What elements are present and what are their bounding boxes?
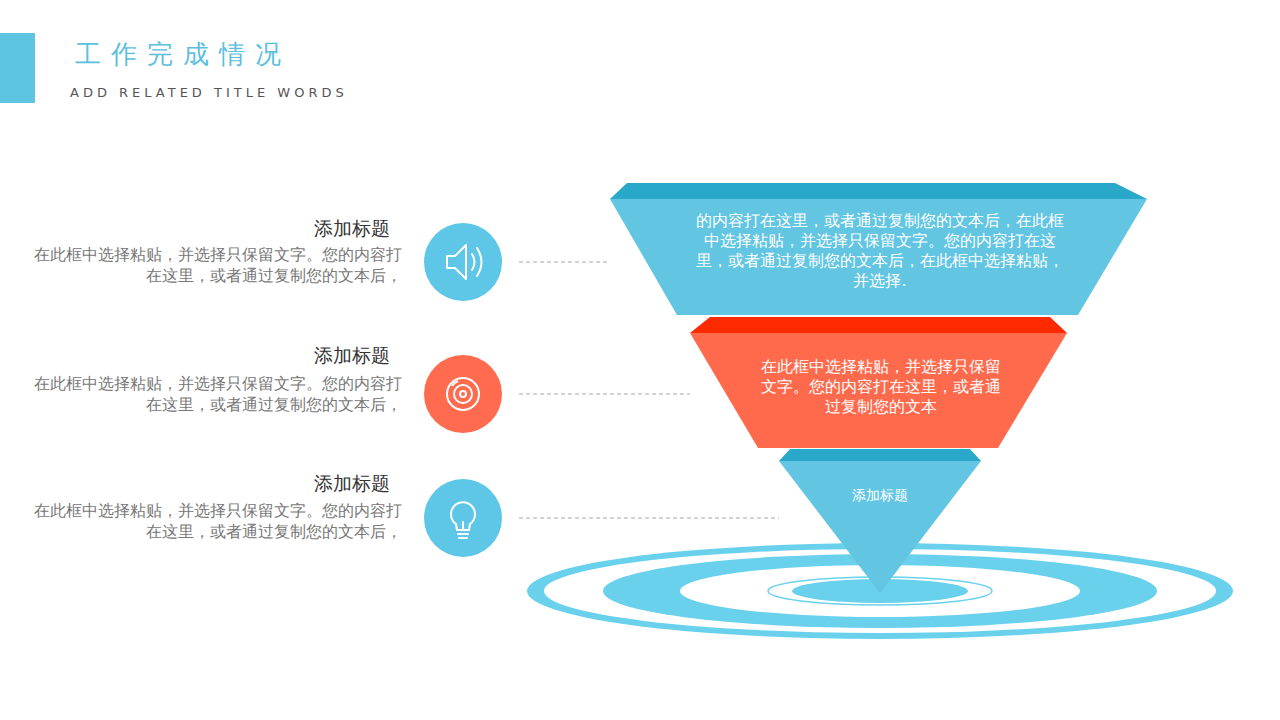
- speaker-icon: [447, 245, 482, 279]
- icon-circle-item: 添加标题在此框中选择粘贴，并选择只保留文字。您的内容打在这里，或者通过复制您的文…: [424, 355, 502, 433]
- circle-shape: [424, 479, 502, 557]
- item-body: 在此框中选择粘贴，并选择只保留文字。您的内容打在这里，或者通过复制您的文本后，: [32, 500, 402, 542]
- item-heading: 添加标题: [30, 343, 390, 367]
- disc-icon: [447, 378, 479, 410]
- bulb-icon: [451, 502, 475, 538]
- icon-circle-item: 添加标题在此框中选择粘贴，并选择只保留文字。您的内容打在这里，或者通过复制您的文…: [424, 223, 502, 301]
- slide-title: 工作完成情况: [75, 37, 291, 72]
- dashed-connector: [519, 517, 779, 518]
- circle-shape: [424, 223, 502, 301]
- item-heading: 添加标题: [30, 216, 390, 240]
- icon-circle-item: 添加标题在此框中选择粘贴，并选择只保留文字。您的内容打在这里，或者通过复制您的文…: [424, 479, 502, 557]
- funnel-segment: 在此框中选择粘贴，并选择只保留文字。您的内容打在这里，或者通过复制您的文本: [690, 317, 1067, 448]
- circle-shape: [424, 355, 502, 433]
- segment-text: 添加标题: [779, 486, 981, 504]
- funnel-segment: 的内容打在这里，或者通过复制您的文本后，在此框中选择粘贴，并选择只保留文字。您的…: [610, 183, 1147, 315]
- item-heading: 添加标题: [30, 471, 390, 495]
- item-body: 在此框中选择粘贴，并选择只保留文字。您的内容打在这里，或者通过复制您的文本后，: [32, 373, 402, 415]
- funnel-shape: [779, 449, 981, 593]
- funnel-segment: 添加标题: [779, 449, 981, 593]
- dashed-connector: [519, 261, 610, 262]
- subtitle: ADD RELATED TITLE WORDS: [70, 85, 348, 100]
- title-bar: [0, 33, 35, 103]
- segment-text: 在此框中选择粘贴，并选择只保留文字。您的内容打在这里，或者通过复制您的文本: [756, 357, 1006, 417]
- dashed-connector: [519, 393, 690, 394]
- item-body: 在此框中选择粘贴，并选择只保留文字。您的内容打在这里，或者通过复制您的文本后，: [32, 244, 402, 286]
- segment-text: 的内容打在这里，或者通过复制您的文本后，在此框中选择粘贴，并选择只保留文字。您的…: [689, 211, 1071, 291]
